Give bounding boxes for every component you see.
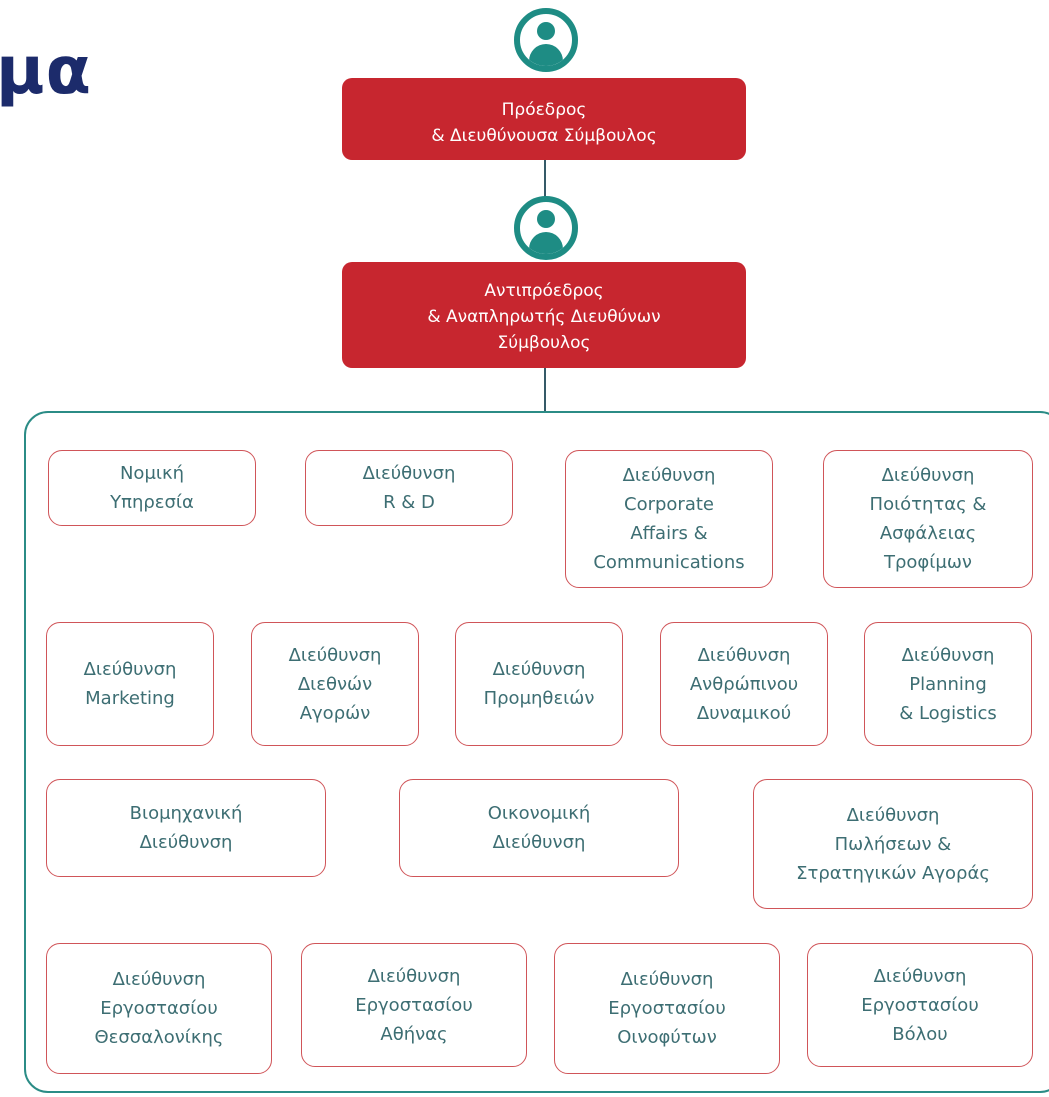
department-factory-athens: Διεύθυνση Εργοστασίου Αθήνας	[301, 943, 527, 1067]
department-line: Οικονομική	[487, 803, 591, 824]
department-line: Νομική	[119, 463, 185, 484]
ceo-box: Πρόεδρος & Διευθύνουσα Σύμβουλος	[342, 78, 746, 160]
department-line: Δυναμικού	[696, 702, 792, 724]
connector-line-ceo-to-deputy	[544, 160, 546, 200]
person-icon	[514, 8, 578, 72]
person-icon-body	[529, 44, 563, 66]
department-line: Στρατηγικών Αγοράς	[796, 862, 990, 884]
page-heading-fragment: μα	[0, 32, 92, 109]
deputy-title-line3: Σύμβουλος	[497, 333, 591, 353]
department-planning-logistics: Διεύθυνση Planning & Logistics	[864, 622, 1032, 746]
department-line: Διεύθυνση	[367, 965, 461, 987]
department-line: Βιομηχανική	[129, 803, 243, 824]
department-factory-thessaloniki: Διεύθυνση Εργοστασίου Θεσσαλονίκης	[46, 943, 272, 1074]
department-line: Διεύθυνση	[362, 463, 456, 484]
department-factory-oinofyta: Διεύθυνση Εργοστασίου Οινοφύτων	[554, 943, 780, 1074]
department-line: Διεύθυνση	[901, 644, 995, 666]
department-line: Διεύθυνση	[288, 644, 382, 666]
department-line: Εργοστασίου	[100, 998, 218, 1019]
department-line: Διεύθυνση	[697, 644, 791, 666]
department-legal-service: Νομική Υπηρεσία	[48, 450, 256, 526]
department-line: Planning	[909, 673, 987, 695]
department-line: Προμηθειών	[483, 688, 595, 709]
department-line: R & D	[383, 492, 435, 513]
department-line: Τροφίμων	[884, 552, 972, 573]
department-line: Βόλου	[892, 1023, 948, 1045]
department-line: Οινοφύτων	[617, 1027, 717, 1048]
department-line: Ποιότητας &	[869, 494, 987, 515]
department-line: Διεύθυνση	[112, 969, 206, 990]
department-line: Εργοστασίου	[861, 994, 979, 1016]
person-icon-head	[537, 210, 555, 228]
department-line: Διεύθυνση	[846, 804, 940, 826]
department-line: Ασφάλειας	[879, 523, 977, 544]
department-line: Διεύθυνση	[620, 969, 714, 990]
department-line: Υπηρεσία	[110, 492, 194, 513]
department-line: Αγορών	[299, 702, 371, 724]
department-factory-volos: Διεύθυνση Εργοστασίου Βόλου	[807, 943, 1033, 1067]
deputy-box: Αντιπρόεδρος & Αναπληρωτής Διευθύνων Σύμ…	[342, 262, 746, 368]
department-rnd: Διεύθυνση R & D	[305, 450, 513, 526]
deputy-title-line1: Αντιπρόεδρος	[484, 281, 604, 301]
department-line: & Logistics	[899, 702, 997, 724]
departments-panel	[24, 411, 1049, 1093]
department-human-resources: Διεύθυνση Ανθρώπινου Δυναμικού	[660, 622, 828, 746]
department-line: Αθήνας	[380, 1023, 448, 1045]
department-line: Διεύθυνση	[83, 659, 177, 680]
department-sales-strategic-markets: Διεύθυνση Πωλήσεων & Στρατηγικών Αγοράς	[753, 779, 1033, 909]
department-line: Marketing	[85, 688, 175, 709]
deputy-title-line2: & Αναπληρωτής Διευθύνων	[427, 307, 661, 327]
department-financial: Οικονομική Διεύθυνση	[399, 779, 679, 877]
department-line: Διεύθυνση	[492, 832, 586, 853]
department-line: Communications	[593, 552, 745, 573]
department-international-markets: Διεύθυνση Διεθνών Αγορών	[251, 622, 419, 746]
department-line: Διεύθυνση	[139, 832, 233, 853]
department-line: Διεύθυνση	[881, 465, 975, 486]
department-line: Εργοστασίου	[355, 994, 473, 1016]
department-line: Affairs &	[630, 523, 708, 544]
department-corporate-affairs: Διεύθυνση Corporate Affairs & Communicat…	[565, 450, 773, 588]
department-line: Corporate	[624, 494, 714, 515]
ceo-title-line1: Πρόεδρος	[501, 100, 587, 120]
ceo-title-line2: & Διευθύνουσα Σύμβουλος	[431, 126, 657, 146]
department-line: Διεύθυνση	[622, 465, 716, 486]
department-line: Ανθρώπινου	[689, 673, 799, 695]
department-food-quality-safety: Διεύθυνση Ποιότητας & Ασφάλειας Τροφίμων	[823, 450, 1033, 588]
department-line: Θεσσαλονίκης	[94, 1027, 224, 1048]
person-icon-head	[537, 22, 555, 40]
department-line: Διεθνών	[297, 673, 373, 695]
person-icon	[514, 196, 578, 260]
department-line: Εργοστασίου	[608, 998, 726, 1019]
department-marketing: Διεύθυνση Marketing	[46, 622, 214, 746]
department-line: Διεύθυνση	[492, 659, 586, 680]
department-industrial: Βιομηχανική Διεύθυνση	[46, 779, 326, 877]
department-line: Πωλήσεων &	[834, 833, 952, 855]
connector-line-deputy-to-departments	[544, 368, 546, 412]
department-procurement: Διεύθυνση Προμηθειών	[455, 622, 623, 746]
department-line: Διεύθυνση	[873, 965, 967, 987]
person-icon-body	[529, 232, 563, 254]
